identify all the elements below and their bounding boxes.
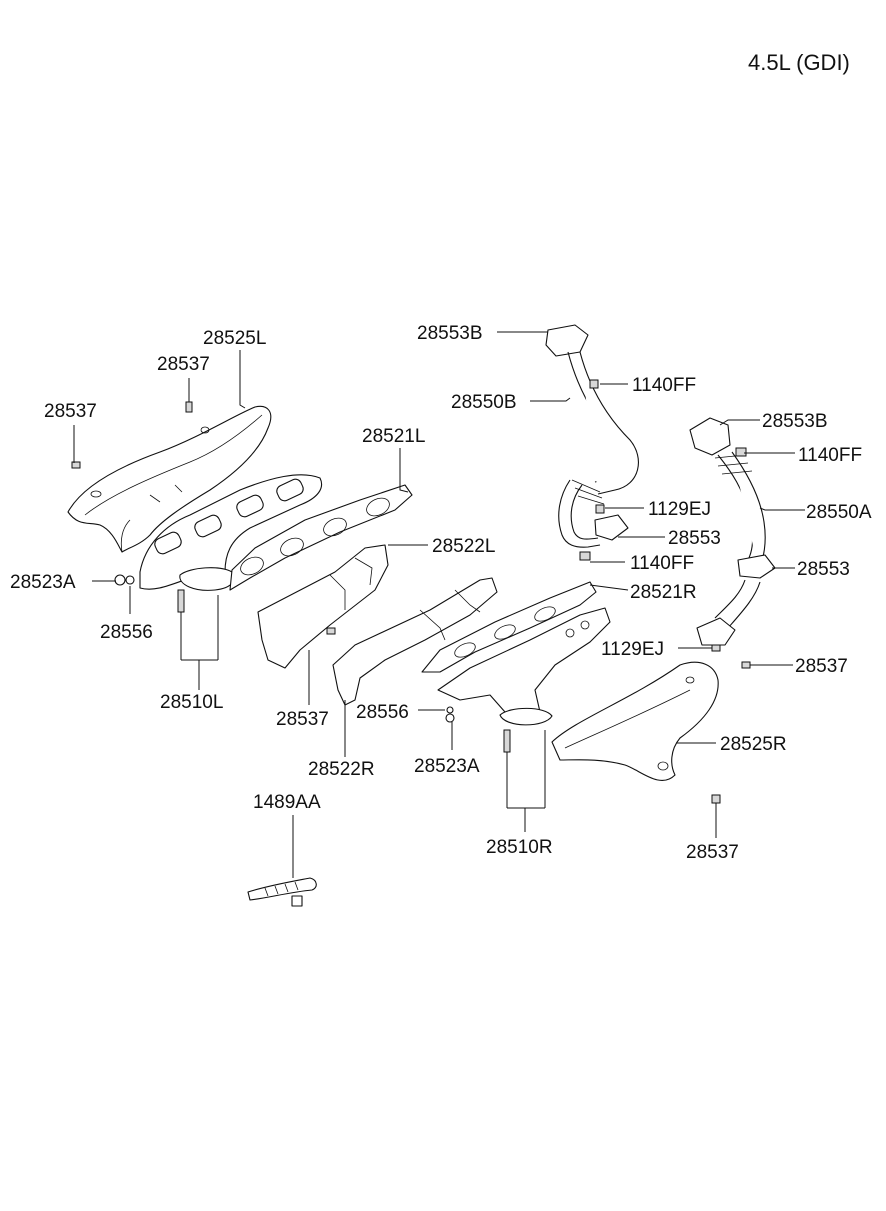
exhaust-manifold-left-28510L bbox=[139, 474, 323, 690]
label-28556-right: 28556 bbox=[356, 702, 409, 723]
label-1140FF-c: 1140FF bbox=[630, 553, 694, 574]
label-28522R: 28522R bbox=[308, 759, 375, 780]
label-28525L: 28525L bbox=[203, 328, 266, 349]
label-28537-b: 28537 bbox=[44, 401, 97, 422]
label-28523A-right: 28523A bbox=[414, 756, 480, 777]
manifold-gasket-right-28521R bbox=[421, 581, 597, 673]
label-28537-e: 28537 bbox=[686, 842, 739, 863]
oxygen-sensor-1489AA bbox=[247, 877, 317, 907]
label-28521R: 28521R bbox=[630, 582, 697, 603]
manifold-gasket-left-28521L bbox=[229, 484, 413, 591]
label-28510R: 28510R bbox=[486, 837, 553, 858]
label-1129EJ-a: 1129EJ bbox=[648, 499, 711, 520]
label-1140FF-a: 1140FF bbox=[632, 375, 696, 396]
label-28510L: 28510L bbox=[160, 692, 223, 713]
label-28522L: 28522L bbox=[432, 536, 495, 557]
label-28556-left: 28556 bbox=[100, 622, 153, 643]
leader-lines bbox=[73, 331, 805, 878]
heat-shield-left-28525L bbox=[67, 405, 272, 553]
label-28553B-right: 28553B bbox=[762, 411, 828, 432]
label-28550A: 28550A bbox=[806, 502, 872, 523]
pipe-28550A bbox=[689, 417, 776, 646]
heat-protector-right-28522R bbox=[332, 577, 498, 706]
label-28521L: 28521L bbox=[362, 426, 425, 447]
engine-title: 4.5L (GDI) bbox=[748, 50, 850, 75]
label-28550B: 28550B bbox=[451, 392, 517, 413]
label-28553B-top: 28553B bbox=[417, 323, 483, 344]
heat-shield-right-28525R bbox=[551, 661, 719, 781]
part-labels: 28525L 28537 28537 28521L 28522L 28523A … bbox=[10, 323, 872, 863]
label-28537-c: 28537 bbox=[276, 709, 329, 730]
label-28553-b: 28553 bbox=[797, 559, 850, 580]
fasteners bbox=[71, 379, 751, 804]
label-1489AA: 1489AA bbox=[253, 792, 321, 813]
pipe-28550B bbox=[545, 324, 639, 548]
label-28553-a: 28553 bbox=[668, 528, 721, 549]
label-1129EJ-b: 1129EJ bbox=[601, 639, 664, 660]
label-28537-a: 28537 bbox=[157, 354, 210, 375]
label-28525R: 28525R bbox=[720, 734, 787, 755]
exhaust-manifold-right-28510R bbox=[437, 607, 611, 832]
heat-protector-left-28522L bbox=[257, 544, 389, 669]
label-1140FF-b: 1140FF bbox=[798, 445, 862, 466]
label-28523A-left: 28523A bbox=[10, 572, 76, 593]
label-28537-d: 28537 bbox=[795, 656, 848, 677]
